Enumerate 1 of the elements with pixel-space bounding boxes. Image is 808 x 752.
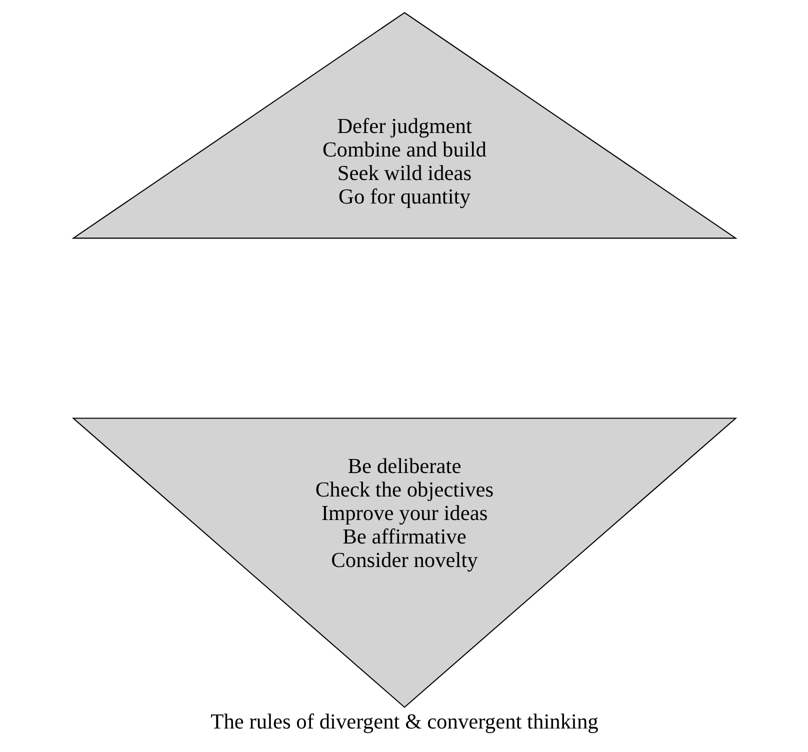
caption: The rules of divergent & convergent thinking: [210, 710, 598, 734]
